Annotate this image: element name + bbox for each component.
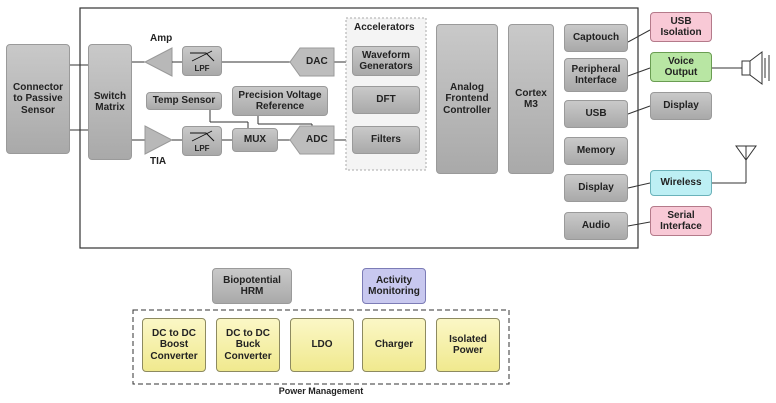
biopotential-hrm-block: Biopotential HRM	[212, 268, 292, 304]
lowpass-filter-icon	[190, 130, 215, 142]
power-item-boost: DC to DC Boost Converter	[142, 318, 206, 372]
lpf-bottom-block: LPF	[182, 126, 222, 156]
power-management-title: Power Management	[278, 386, 364, 396]
chip-outline	[79, 7, 639, 249]
dft-block: DFT	[352, 86, 420, 114]
adc-label: ADC	[306, 134, 328, 145]
voice-output-block: Voice Output	[650, 52, 712, 82]
lpf-top-label: LPF	[194, 63, 210, 73]
temp-sensor-block: Temp Sensor	[146, 92, 222, 110]
wireless-block: Wireless	[650, 170, 712, 196]
lowpass-filter-icon	[190, 50, 215, 62]
power-management-outline	[132, 309, 510, 385]
power-item-charger: Charger	[362, 318, 426, 372]
lpf-bottom-label: LPF	[194, 143, 210, 153]
usb-block: USB	[564, 100, 628, 128]
captouch-block: Captouch	[564, 24, 628, 52]
adc-shape	[289, 125, 335, 155]
dac-shape	[289, 47, 335, 77]
dac-label: DAC	[306, 56, 328, 67]
waveform-generators-block: Waveform Generators	[352, 46, 420, 76]
power-item-isolated: Isolated Power	[436, 318, 500, 372]
display-inner-block: Display	[564, 174, 628, 202]
display-outer-block: Display	[650, 92, 712, 120]
tia-label: TIA	[150, 156, 167, 167]
speaker-icon	[741, 51, 770, 85]
precision-reference-block: Precision Voltage Reference	[232, 86, 328, 116]
afe-controller-block: Analog Frontend Controller	[436, 24, 498, 174]
tia-triangle	[144, 125, 174, 155]
serial-interface-block: Serial Interface	[650, 206, 712, 236]
peripheral-interface-block: Peripheral Interface	[564, 58, 628, 92]
power-item-buck: DC to DC Buck Converter	[216, 318, 280, 372]
cortex-m3-block: Cortex M3	[508, 24, 554, 174]
amp-label: Amp	[150, 33, 173, 44]
lpf-top-block: LPF	[182, 46, 222, 76]
amp-triangle	[143, 47, 173, 77]
activity-monitoring-block: Activity Monitoring	[362, 268, 426, 304]
switch-matrix-block: Switch Matrix	[88, 44, 132, 160]
memory-block: Memory	[564, 137, 628, 165]
mux-block: MUX	[232, 128, 278, 152]
audio-block: Audio	[564, 212, 628, 240]
connector-block: Connector to Passive Sensor	[6, 44, 70, 154]
usb-isolation-block: USB Isolation	[650, 12, 712, 42]
filters-block: Filters	[352, 126, 420, 154]
power-item-ldo: LDO	[290, 318, 354, 372]
antenna-icon	[735, 145, 757, 161]
accelerators-title: Accelerators	[354, 22, 415, 33]
